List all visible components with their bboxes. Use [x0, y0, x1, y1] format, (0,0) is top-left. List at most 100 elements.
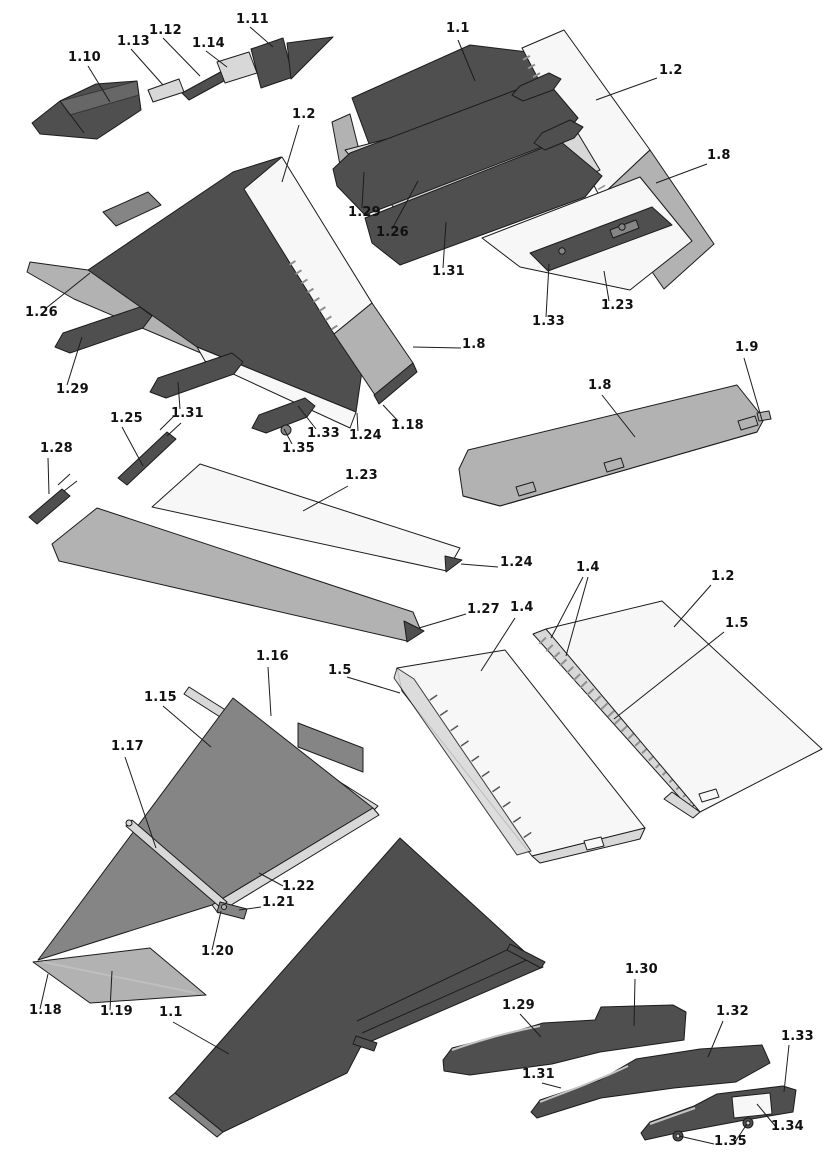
part-fin-base-1-19	[32, 947, 207, 1004]
label-1-16: 1.16	[256, 649, 289, 664]
label-1-28: 1.28	[40, 441, 73, 456]
label-1-2-left: 1.2	[292, 107, 316, 122]
label-1-33-right: 1.33	[532, 314, 565, 329]
label-1-29-left: 1.29	[56, 382, 89, 397]
label-1-35-bottom: 1.35	[714, 1134, 747, 1149]
label-1-22: 1.22	[282, 879, 315, 894]
label-1-17: 1.17	[111, 739, 144, 754]
label-1-31-bottom: 1.31	[522, 1067, 555, 1082]
fin-base-highlight	[42, 961, 197, 994]
label-1-13: 1.13	[117, 34, 150, 49]
part-lt-trail-edge	[373, 362, 418, 405]
label-1-10: 1.10	[68, 50, 101, 65]
part-lt-pod-middle	[149, 352, 244, 399]
strip-gray-tip	[403, 620, 425, 643]
label-1-23-center: 1.23	[345, 468, 378, 483]
label-1-27: 1.27	[467, 602, 500, 617]
bottom-wing-edge-band	[168, 1092, 224, 1138]
nose-assembly	[31, 36, 334, 140]
nose-facet-edge	[59, 100, 85, 134]
wing-skin-tab-1	[515, 481, 537, 497]
label-1-5-left: 1.5	[328, 663, 352, 678]
label-1-4-right: 1.4	[576, 560, 600, 575]
bottom-wing-panel	[168, 837, 546, 1138]
rib-strip-rungs	[538, 636, 697, 805]
label-1-33-bottom: 1.33	[781, 1029, 814, 1044]
part-hinge-pin-1-9	[756, 410, 772, 422]
fork-1-28-prongs	[57, 473, 78, 492]
label-1-29-right: 1.29	[348, 205, 381, 220]
part-rt-missile-2	[533, 119, 584, 151]
leader-lines	[39, 26, 790, 1145]
skin-left-lead-band	[393, 667, 532, 856]
rt-rail-bolt-1	[558, 247, 566, 255]
part-fork-1-28	[28, 488, 71, 525]
fork-1-25-prongs	[159, 415, 182, 437]
boom-a-highlight	[451, 1025, 541, 1051]
part-lt-gray-tab	[102, 191, 162, 227]
part-fork-1-25	[117, 431, 177, 486]
label-1-26-left: 1.26	[25, 305, 58, 320]
right-wing-skin-panel	[458, 384, 772, 507]
bottom-wing-tab	[352, 1035, 378, 1052]
label-1-8-top-right: 1.8	[707, 148, 731, 163]
label-1-14: 1.14	[192, 36, 225, 51]
part-lt-pod-outer	[54, 306, 153, 354]
skin-right-bottom-band	[663, 791, 701, 819]
label-1-23-right: 1.23	[601, 298, 634, 313]
label-1-9: 1.9	[735, 340, 759, 355]
label-1-11: 1.11	[236, 12, 269, 27]
label-1-8-left-assy: 1.8	[462, 337, 486, 352]
boom-b-highlight	[539, 1065, 629, 1103]
label-1-34: 1.34	[771, 1119, 804, 1134]
label-1-2-top-right: 1.2	[659, 63, 683, 78]
part-notch-1-7-left	[583, 836, 605, 851]
bottom-wing-spike	[506, 943, 546, 969]
part-nose-sleeve	[216, 51, 258, 84]
lt-rib-seam	[289, 260, 339, 332]
part-fin-band-1-22	[211, 807, 380, 914]
label-1-12: 1.12	[149, 23, 182, 38]
label-1-18-upper: 1.18	[391, 418, 424, 433]
label-1-1-bottom: 1.1	[159, 1005, 183, 1020]
label-1-31-right: 1.31	[432, 264, 465, 279]
label-1-32: 1.32	[716, 1004, 749, 1019]
label-1-1-top: 1.1	[446, 21, 470, 36]
label-1-20: 1.20	[201, 944, 234, 959]
right-wing-top-assembly	[331, 29, 715, 291]
bracket-bolt-1-20	[221, 904, 227, 910]
left-wing-top-assembly	[26, 156, 418, 929]
label-1-33-left: 1.33	[307, 426, 340, 441]
label-1-18-lower: 1.18	[29, 1003, 62, 1018]
label-1-15: 1.15	[144, 690, 177, 705]
boom-c-highlight	[649, 1107, 696, 1125]
label-1-30: 1.30	[625, 962, 658, 977]
part-wing-skin-1-8	[458, 384, 765, 507]
label-1-2-center: 1.2	[711, 569, 735, 584]
part-nose-coupler	[147, 78, 185, 103]
wing-skin-pair	[393, 600, 823, 864]
part-skin-right-1-2	[545, 600, 823, 813]
label-1-31-left: 1.31	[171, 406, 204, 421]
strip-white-tip	[444, 555, 463, 573]
bottom-wing-seams	[356, 946, 530, 1034]
part-rt-missile-1	[511, 72, 562, 102]
part-lt-wheel	[280, 424, 292, 436]
part-nose-tip-cone	[286, 36, 334, 80]
part-notch-1-6-right	[698, 788, 720, 803]
spar-cap	[125, 819, 133, 827]
tail-boom-parts	[442, 1004, 797, 1142]
center-strip-panels	[28, 415, 463, 643]
wing-skin-lower-edge	[462, 431, 758, 507]
label-1-19: 1.19	[100, 1004, 133, 1019]
label-1-25: 1.25	[110, 411, 143, 426]
label-1-35-left: 1.35	[282, 441, 315, 456]
fin-assembly	[32, 686, 380, 1004]
rt-rail-bolt-2	[618, 223, 626, 231]
label-1-4-left: 1.4	[510, 600, 534, 615]
part-hatch-1-34	[731, 1092, 773, 1119]
label-1-24-center: 1.24	[500, 555, 533, 570]
part-lt-pod-inner	[251, 397, 316, 434]
label-1-8-panel: 1.8	[588, 378, 612, 393]
